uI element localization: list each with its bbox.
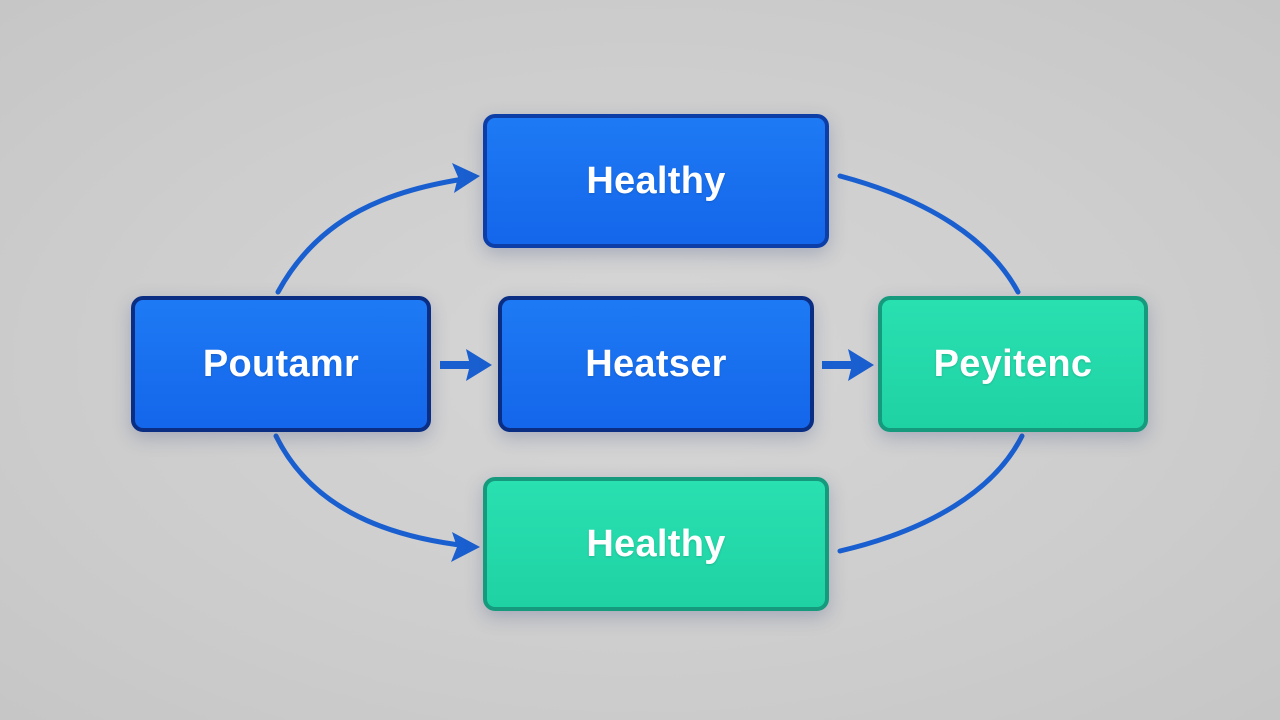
node-label-healthy-top: Healthy xyxy=(586,159,726,202)
node-label-heatser: Heatser xyxy=(585,342,727,385)
arrowhead-center-to-right xyxy=(848,349,874,381)
node-heatser[interactable]: Heatser xyxy=(498,296,814,432)
node-label-peyitenc: Peyitenc xyxy=(933,342,1093,385)
node-label-poutamr: Poutamr xyxy=(202,342,360,385)
edge-bottom-to-right xyxy=(837,433,1025,554)
node-peyitenc[interactable]: Peyitenc xyxy=(878,296,1148,432)
edge-left-to-top xyxy=(275,175,473,295)
node-poutamr[interactable]: Poutamr xyxy=(131,296,431,432)
edge-top-to-right xyxy=(837,173,1021,295)
arrowhead-left-to-center xyxy=(466,349,492,381)
node-healthy-top[interactable]: Healthy xyxy=(483,114,829,248)
node-label-healthy-bottom: Healthy xyxy=(586,522,726,565)
arrowhead-left-to-top xyxy=(452,163,480,193)
node-healthy-bottom[interactable]: Healthy xyxy=(483,477,829,611)
edge-left-to-bottom xyxy=(273,433,471,549)
arrowhead-left-to-bottom xyxy=(451,532,480,562)
